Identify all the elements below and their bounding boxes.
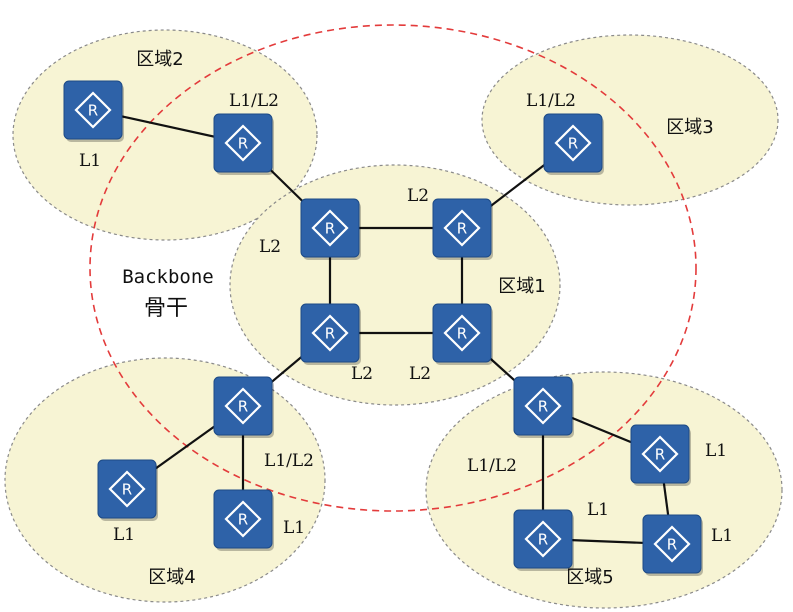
router-glyph: R: [667, 536, 677, 554]
router-r3a: R: [543, 113, 604, 175]
router-r1d: R: [432, 303, 493, 365]
area-2-label: 区域2: [136, 49, 183, 70]
router-icon: R: [432, 198, 493, 260]
router-r3a-level-label: L1/L2: [526, 91, 576, 111]
router-icon: R: [543, 113, 604, 175]
backbone-label-cn: 骨干: [144, 296, 188, 321]
router-r4c: R: [213, 489, 274, 551]
router-r5c: R: [513, 509, 574, 571]
backbone-boundary: [89, 24, 697, 512]
router-r4c-level-label: L1: [283, 518, 305, 538]
router-r5b: R: [630, 424, 691, 486]
router-glyph: R: [538, 398, 548, 416]
router-glyph: R: [238, 398, 248, 416]
router-glyph: R: [238, 135, 248, 153]
router-icon: R: [513, 376, 574, 438]
router-icon: R: [300, 303, 361, 365]
router-r1c: R: [300, 303, 361, 365]
area-5-label: 区域5: [566, 567, 613, 588]
router-glyph: R: [457, 325, 467, 343]
area-1-label: 区域1: [498, 276, 545, 297]
router-glyph: R: [325, 325, 335, 343]
router-r4a-level-label: L1/L2: [264, 451, 314, 471]
router-icon: R: [300, 198, 361, 260]
router-glyph: R: [655, 446, 665, 464]
routers: R R R R R R R R R R R R R R: [63, 80, 703, 576]
router-r2b-level-label: L1/L2: [229, 91, 279, 111]
router-icon: R: [513, 509, 574, 571]
router-r2a: R: [63, 80, 124, 142]
router-r1d-level-label: L2: [409, 364, 431, 384]
router-r4a: R: [213, 376, 274, 438]
router-icon: R: [97, 459, 158, 521]
router-glyph: R: [568, 135, 578, 153]
router-r1b-level-label: L2: [407, 186, 429, 206]
router-r5d-level-label: L1: [711, 526, 733, 546]
router-r5c-level-label: L1: [587, 500, 609, 520]
router-glyph: R: [238, 511, 248, 529]
router-r1a: R: [300, 198, 361, 260]
router-r5b-level-label: L1: [705, 441, 727, 461]
router-r2b: R: [213, 113, 274, 175]
router-glyph: R: [88, 102, 98, 120]
router-r1c-level-label: L2: [351, 364, 373, 384]
router-glyph: R: [538, 531, 548, 549]
router-icon: R: [642, 514, 703, 576]
router-glyph: R: [457, 220, 467, 238]
router-r1a-level-label: L2: [259, 237, 281, 257]
area-3-label: 区域3: [666, 117, 713, 138]
router-icon: R: [63, 80, 124, 142]
backbone-labels: Backbone 骨干: [122, 266, 214, 321]
area-4-label: 区域4: [148, 567, 195, 588]
router-icon: R: [213, 489, 274, 551]
backbone-label-en: Backbone: [122, 266, 214, 288]
router-glyph: R: [122, 481, 132, 499]
router-r5a-level-label: L1/L2: [467, 456, 517, 476]
router-r5d: R: [642, 514, 703, 576]
router-r2a-level-label: L1: [79, 151, 101, 171]
router-icon: R: [213, 376, 274, 438]
router-glyph: R: [325, 220, 335, 238]
router-r4b: R: [97, 459, 158, 521]
router-icon: R: [213, 113, 274, 175]
router-r1b: R: [432, 198, 493, 260]
router-level-labels: L1 L1/L2 L1/L2 L2 L2 L2 L2 L1/L2 L1 L1 L…: [79, 91, 733, 546]
router-r4b-level-label: L1: [113, 525, 135, 545]
router-r5a: R: [513, 376, 574, 438]
area-4-ellipse: [4, 357, 326, 603]
router-icon: R: [630, 424, 691, 486]
area-labels: 区域2 区域3 区域1 区域4 区域5: [136, 49, 713, 588]
router-icon: R: [432, 303, 493, 365]
